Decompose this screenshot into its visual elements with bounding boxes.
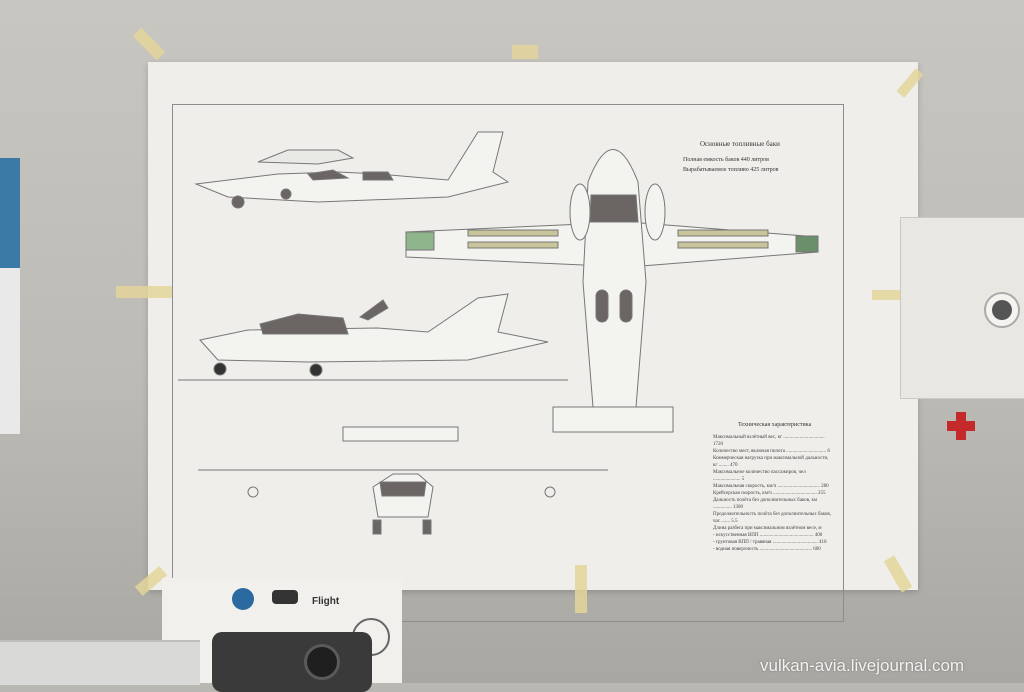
first-aid-cross-icon bbox=[947, 412, 975, 440]
tank-title: Основные топливные баки bbox=[700, 140, 780, 148]
badge-logo bbox=[272, 590, 298, 604]
tank-capacity: Полная емкость баков 440 литров bbox=[683, 157, 770, 163]
spec-line: Длина разбега при максимальном взлётном … bbox=[713, 526, 822, 531]
spec-line: - грунтовая ВПП / травяная .............… bbox=[713, 540, 827, 545]
round-logo bbox=[232, 588, 254, 610]
spec-line: - искусственная ВПП ....................… bbox=[713, 533, 823, 538]
top-view bbox=[405, 149, 819, 433]
lock-icon[interactable] bbox=[984, 292, 1020, 328]
spec-list: Максимальный взлётный вес, кг ..........… bbox=[713, 434, 833, 553]
spec-line: Максимальное количество пассажиров, чел … bbox=[713, 470, 806, 482]
aircraft-drawings bbox=[178, 131, 819, 535]
tape bbox=[872, 290, 902, 300]
tape bbox=[575, 565, 587, 613]
spec-line: Крейсерская скорость, км/ч .............… bbox=[713, 491, 826, 496]
spec-line: Коммерческая нагрузка при максимальной д… bbox=[713, 456, 829, 468]
radiator bbox=[0, 640, 200, 685]
spec-line: Дальность полёта без дополнительных бако… bbox=[713, 498, 818, 510]
tape bbox=[512, 45, 538, 59]
drawing-frame bbox=[172, 104, 844, 622]
watermark: vulkan-avia.livejournal.com bbox=[760, 656, 965, 675]
wall-cabinet bbox=[900, 217, 1024, 399]
side-view-middle bbox=[178, 293, 568, 381]
flight-sticker: Flight bbox=[312, 596, 340, 607]
spec-line: Продолжительность полёта без дополнитель… bbox=[713, 512, 832, 524]
spec-line: - водная поверхность ...................… bbox=[713, 547, 821, 552]
blueprint-poster: Основные топливные баки Полная емкость б… bbox=[148, 62, 918, 622]
tank-usable-fuel: Вырабатываемое топливо 425 литров bbox=[683, 167, 779, 173]
calendar-header bbox=[0, 158, 20, 268]
spec-line: Максимальный взлётный вес, кг ..........… bbox=[713, 435, 825, 447]
projector bbox=[212, 632, 372, 692]
spec-line: Количество мест, включая пилота ........… bbox=[713, 449, 830, 454]
front-view bbox=[198, 426, 608, 535]
tape bbox=[116, 286, 172, 298]
side-view-top bbox=[194, 131, 510, 209]
wall-calendar bbox=[0, 158, 20, 434]
projector-lens bbox=[304, 644, 340, 680]
spec-line: Максимальная скорость, км/ч ............… bbox=[713, 484, 829, 489]
tech-title: Техническая характеристика bbox=[738, 422, 812, 428]
